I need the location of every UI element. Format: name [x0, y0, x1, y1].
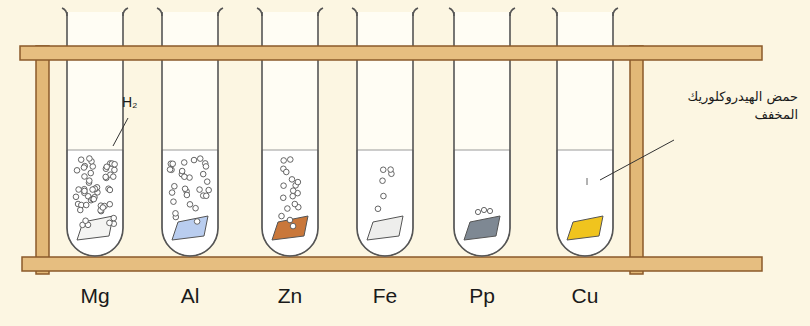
metal-label: Zn — [278, 284, 303, 308]
metal-label: Pp — [469, 284, 495, 308]
metal-label: Mg — [80, 284, 109, 308]
acid-liquid — [67, 150, 123, 256]
tube-lip — [352, 8, 418, 16]
metal-label: Al — [181, 284, 200, 308]
acid-label: حمض الهيدروكلوريك المخفف — [680, 88, 798, 123]
gas-bubbles — [475, 207, 492, 214]
tube-lip — [449, 8, 515, 16]
metal-piece — [464, 216, 500, 240]
rack-base — [22, 257, 762, 271]
metal-label: Fe — [373, 284, 398, 308]
rack-legs — [36, 46, 643, 274]
metal-piece — [272, 216, 308, 240]
acid-liquid — [454, 150, 510, 256]
tube-lip — [257, 8, 323, 16]
rack-top-bar — [20, 46, 762, 60]
test-tube — [449, 8, 515, 256]
metal-piece — [367, 216, 403, 240]
acid-liquid — [557, 150, 613, 256]
rack-leg — [36, 46, 49, 274]
gas-bubbles — [279, 157, 301, 229]
acid-liquid — [357, 150, 413, 256]
tube-lip — [552, 8, 618, 16]
test-tube — [257, 8, 323, 256]
leader-line — [113, 118, 128, 146]
acid-liquid — [162, 150, 218, 256]
tubes — [62, 8, 618, 256]
test-tube — [62, 8, 128, 256]
tube-lip — [62, 8, 128, 16]
metal-piece — [77, 216, 113, 240]
test-tube — [352, 8, 418, 256]
tube-lip — [157, 8, 223, 16]
test-tube — [552, 8, 618, 256]
leader-line — [600, 140, 674, 180]
acid-liquid — [262, 150, 318, 256]
metal-label: Cu — [572, 284, 599, 308]
gas-bubbles — [167, 156, 211, 224]
metal-piece — [567, 216, 603, 240]
gas-label: H₂ — [122, 94, 138, 110]
test-tube — [157, 8, 223, 256]
gas-bubbles — [587, 178, 588, 185]
gas-bubbles — [375, 167, 394, 212]
gas-bubbles — [73, 156, 117, 228]
